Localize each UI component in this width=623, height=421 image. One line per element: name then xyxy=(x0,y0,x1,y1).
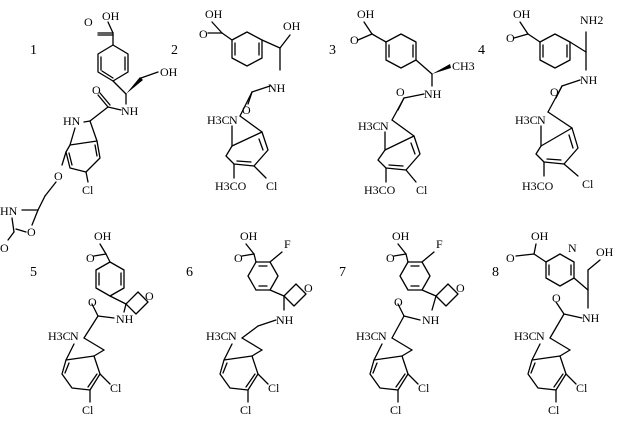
pyridine-nitrogen-label: N xyxy=(568,241,577,255)
compound-number: 2 xyxy=(171,43,178,58)
methyl-label: H3C xyxy=(206,329,229,343)
chloro-label-1: Cl xyxy=(576,381,588,395)
indoline-nitrogen-label: N xyxy=(380,119,389,133)
carboxylic-acid-oxygen-label: O xyxy=(234,251,243,265)
oxazolidinone-ring-oxygen-label: O xyxy=(27,225,36,239)
chloro-label-1: Cl xyxy=(418,381,430,395)
indoline-nitrogen-label: N xyxy=(228,329,237,343)
compound-number: 3 xyxy=(329,43,336,58)
indoline-nitrogen-label: N xyxy=(536,329,545,343)
amide-nh-label: NH xyxy=(268,81,286,95)
fluoro-label: F xyxy=(436,237,443,251)
carboxylic-acid-oh-label: OH xyxy=(102,9,120,23)
amide-nh-label: NH xyxy=(121,104,139,118)
carboxylic-acid-oxygen-label: O xyxy=(86,251,95,265)
compound-number: 4 xyxy=(478,43,485,58)
amide-oxygen-label: O xyxy=(396,85,405,99)
carboxylic-acid-oxygen-label: O xyxy=(84,15,93,29)
carboxylic-acid-oxygen-label: O xyxy=(199,27,208,41)
compound-number: 5 xyxy=(30,265,37,280)
methyl-label: H3C xyxy=(356,329,379,343)
chloro-label: Cl xyxy=(82,183,94,197)
compound-1: 1 O OH OH NH O HN Cl O xyxy=(0,9,178,255)
carboxylic-acid-oh-label: OH xyxy=(531,229,549,243)
compound-4: 4 OH O NH2 NH O H3C N Cl H3CO xyxy=(478,7,603,193)
amide-nh-label: NH xyxy=(422,313,440,327)
methyl-label: H3C xyxy=(514,329,537,343)
carboxylic-acid-oh-label: OH xyxy=(357,7,375,21)
compound-number: 7 xyxy=(339,265,346,280)
carboxylic-acid-oxygen-label: O xyxy=(386,251,395,265)
indoline-nitrogen-label: N xyxy=(70,329,79,343)
amide-oxygen-label: O xyxy=(550,85,559,99)
carboxylic-acid-oh-label: OH xyxy=(94,229,112,243)
indoline-nitrogen-label: N xyxy=(229,113,238,127)
amide-nh-label: NH xyxy=(424,87,442,101)
hydroxyl-label: OH xyxy=(283,19,301,33)
methyl-label: H3C xyxy=(515,113,538,127)
chloro-label-2: Cl xyxy=(240,403,252,417)
compound-6: 6 OH O F O NH H3C N Cl Cl xyxy=(186,229,313,417)
compound-number: 6 xyxy=(186,265,193,280)
chloro-label-2: Cl xyxy=(548,403,560,417)
carboxylic-acid-oh-label: OH xyxy=(392,229,410,243)
amide-nh-label: NH xyxy=(116,312,134,326)
compound-2: 2 OH O OH NH O H3C N Cl H3CO xyxy=(171,7,301,193)
chloro-label-2: Cl xyxy=(82,403,94,417)
amide-oxygen-label: O xyxy=(92,83,101,97)
chloro-label-2: Cl xyxy=(390,403,402,417)
carboxylic-acid-oxygen-label: O xyxy=(506,31,515,45)
methoxy-label: H3CO xyxy=(215,179,247,193)
carboxylic-acid-oxygen-label: O xyxy=(506,251,515,265)
ether-oxygen-label: O xyxy=(54,169,63,183)
methoxy-label: H3CO xyxy=(364,183,396,197)
amide-oxygen-label: O xyxy=(552,291,561,305)
methyl-label: H3C xyxy=(207,113,230,127)
amide-nh-label: NH xyxy=(582,311,600,325)
oxetane-oxygen-label: O xyxy=(456,281,465,295)
hydroxyl-label: OH xyxy=(596,245,614,259)
chloro-label-1: Cl xyxy=(110,381,122,395)
oxazolidinone-carbonyl-label: O xyxy=(0,241,9,255)
amide-oxygen-label: O xyxy=(242,103,251,117)
methyl-stereocenter-label: CH3 xyxy=(452,59,475,73)
chloro-label: Cl xyxy=(416,183,428,197)
oxetane-oxygen-label: O xyxy=(145,289,154,303)
chloro-label-1: Cl xyxy=(268,381,280,395)
methyl-label: H3C xyxy=(358,119,381,133)
chloro-label: Cl xyxy=(582,177,594,191)
carboxylic-acid-oh-label: OH xyxy=(513,7,531,21)
indoline-nitrogen-label: N xyxy=(537,113,546,127)
compound-3: 3 OH O CH3 NH O H3C N Cl H3CO xyxy=(329,7,475,197)
compound-number: 1 xyxy=(30,43,37,58)
carboxylic-acid-oh-label: OH xyxy=(240,229,258,243)
compound-5: 5 OH O O NH O H3C N Cl Cl xyxy=(30,229,154,417)
carboxylic-acid-oh-label: OH xyxy=(205,7,223,21)
hydroxyl-label: OH xyxy=(160,65,178,79)
oxazolidinone-nh-label: HN xyxy=(0,204,18,218)
compound-8: 8 OH O N OH NH O H3C N Cl Cl xyxy=(492,229,614,417)
methyl-label: H3C xyxy=(48,329,71,343)
fluoro-label: F xyxy=(284,237,291,251)
methoxy-label: H3CO xyxy=(522,179,554,193)
amine-nh-label: NH xyxy=(276,313,294,327)
indoline-nh-label: HN xyxy=(63,114,81,128)
amide-oxygen-label: O xyxy=(88,295,97,309)
carboxylic-acid-oxygen-label: O xyxy=(350,33,359,47)
amine-nh2-label: NH2 xyxy=(580,13,603,27)
indoline-nitrogen-label: N xyxy=(378,329,387,343)
amide-oxygen-label: O xyxy=(394,295,403,309)
amide-nh-label: NH xyxy=(580,73,598,87)
compound-7: 7 OH O F O NH O H3C N Cl Cl xyxy=(339,229,465,417)
chloro-label: Cl xyxy=(266,179,278,193)
compound-number: 8 xyxy=(492,265,499,280)
oxetane-oxygen-label: O xyxy=(304,281,313,295)
